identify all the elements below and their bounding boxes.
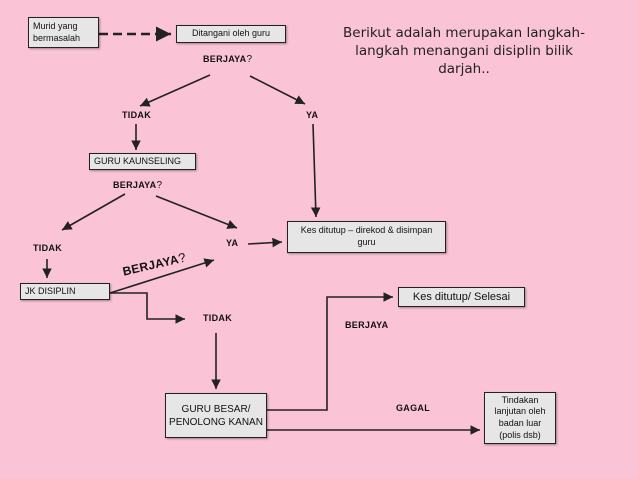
arrow-berjaya2-to-ya: [155, 195, 238, 229]
arrow-jk-to-tidak3: [110, 292, 185, 324]
arrow-ya2-to-kes-ditutup: [247, 237, 283, 248]
label-berjaya-1-text: BERJAYA: [203, 54, 247, 64]
page-heading: Berikut adalah merupakan langkah-langkah…: [343, 25, 585, 78]
label-berjaya-2-qmark: ?: [156, 180, 163, 191]
node-guru-kaunseling: GURU KAUNSELING: [89, 153, 196, 170]
label-gagal: GAGAL: [396, 403, 430, 413]
label-tidak-3: TIDAK: [203, 313, 232, 323]
node-guru-besar: GURU BESAR/ PENOLONG KANAN: [165, 393, 267, 438]
arrow-berjaya2-to-tidak: [61, 193, 126, 231]
label-berjaya-1-qmark: ?: [246, 54, 253, 65]
node-kes-ditutup-selesai: Kes ditutup/ Selesai: [398, 287, 525, 307]
label-ya-2: YA: [226, 238, 239, 248]
node-kes-ditutup-direkod: Kes ditutup – direkod & disimpan guru: [287, 221, 446, 253]
arrow-jk-to-berjaya3: [109, 258, 215, 294]
node-tindakan-lanjutan: Tindakan lanjutan oleh badan luar (polis…: [484, 392, 556, 444]
label-berjaya-2: BERJAYA?: [113, 180, 162, 191]
arrow-guru-besar-to-selesai: [267, 292, 393, 411]
node-murid-bermasalah: Murid yang bermasalah: [28, 17, 99, 48]
node-jk-disiplin: JK DISIPLIN: [20, 283, 110, 300]
arrow-ya-to-kes-ditutup: [310, 123, 321, 218]
label-berjaya-1: BERJAYA?: [203, 54, 252, 65]
label-tidak-2: TIDAK: [33, 243, 62, 253]
label-berjaya-4: BERJAYA: [345, 320, 389, 330]
label-tidak-1: TIDAK: [122, 110, 151, 120]
label-berjaya-2-text: BERJAYA: [113, 180, 157, 190]
label-ya-1: YA: [306, 110, 319, 120]
arrow-berjaya1-to-ya: [249, 75, 306, 105]
node-ditangani-oleh-guru: Ditangani oleh guru: [176, 25, 286, 43]
arrow-berjaya1-to-tidak: [139, 74, 211, 107]
